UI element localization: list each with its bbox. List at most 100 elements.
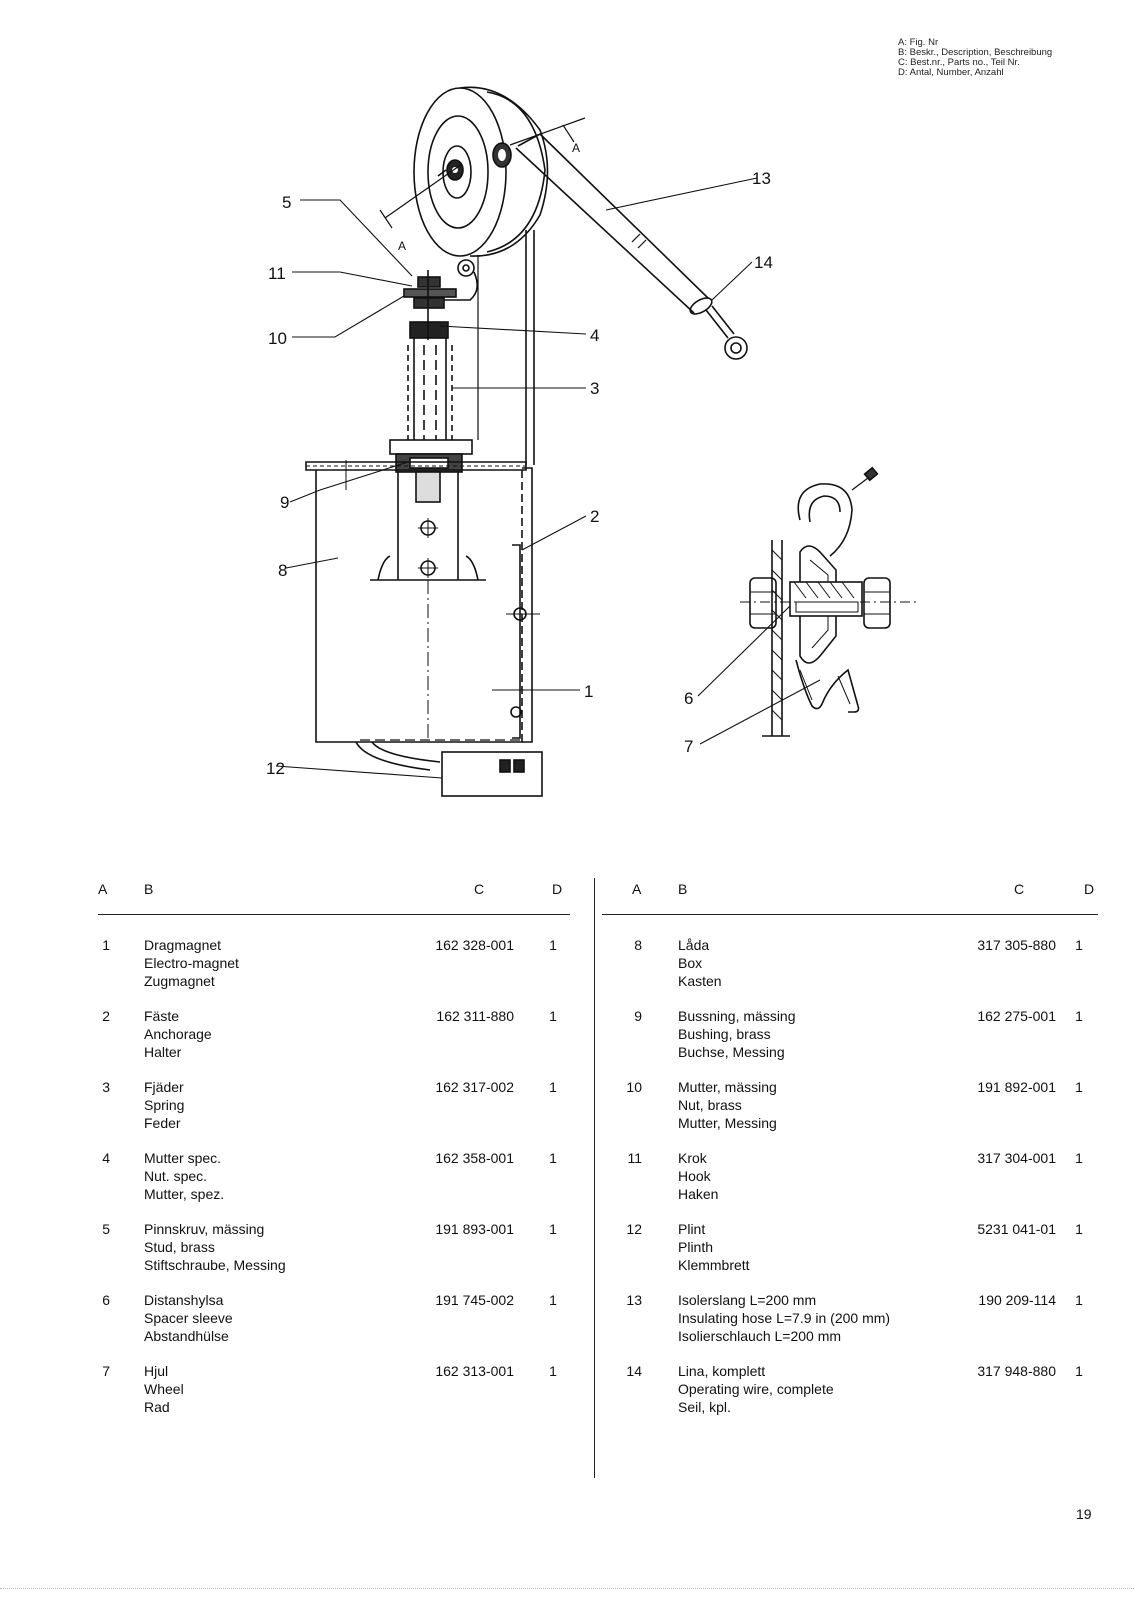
fig-number: 8	[634, 937, 642, 953]
header-c: C	[474, 881, 485, 897]
header-d: D	[552, 881, 563, 897]
part-number: 191 892-001	[977, 1079, 1056, 1095]
description-line: Klemmbrett	[678, 1257, 750, 1273]
description-line: Mutter, Messing	[678, 1115, 777, 1131]
fig-number: 2	[102, 1008, 110, 1024]
insulating-hose	[515, 133, 748, 360]
description: Mutter spec.Nut. spec.Mutter, spez.	[144, 1149, 224, 1203]
plinth	[355, 741, 543, 797]
description-line: Mutter spec.	[144, 1150, 222, 1166]
quantity: 1	[549, 1150, 557, 1166]
description-line: Bussning, mässing	[678, 1008, 796, 1024]
description-line: Plint	[678, 1221, 706, 1237]
callout-3: 3	[590, 379, 599, 398]
description-line: Isolierschlauch L=200 mm	[678, 1328, 842, 1344]
header-a: A	[98, 881, 108, 897]
callout-9: 9	[280, 493, 289, 512]
description-line: Mutter, mässing	[678, 1079, 777, 1095]
quantity: 1	[549, 1008, 557, 1024]
fig-number: 7	[102, 1363, 110, 1379]
header-d: D	[1084, 881, 1095, 897]
fig-number: 13	[626, 1292, 642, 1308]
electro-magnet-assembly-drawing: 5 11 10 4 3 13 14 2 9 8 1 12 6 7 A A	[266, 86, 920, 797]
callout-4: 4	[590, 326, 599, 345]
page-number: 19	[1076, 1506, 1092, 1522]
description-line: Anchorage	[144, 1026, 212, 1042]
leader-lines	[275, 177, 821, 779]
description-line: Wheel	[144, 1381, 184, 1397]
hook	[440, 259, 478, 301]
box	[315, 460, 533, 743]
description-line: Stud, brass	[144, 1239, 215, 1255]
description: Isolerslang L=200 mm Insulating hose L=7.…	[678, 1291, 890, 1345]
fig-number: 10	[626, 1079, 642, 1095]
description-line: Spring	[144, 1097, 185, 1113]
section-view-wheel	[740, 466, 920, 737]
description-line: Distanshylsa	[144, 1292, 224, 1308]
callout-12: 12	[266, 759, 285, 778]
description-line: Fjäder	[144, 1079, 184, 1095]
description-line: Dragmagnet	[144, 937, 222, 953]
part-number: 162 313-001	[435, 1363, 514, 1379]
description-line: Abstandhülse	[144, 1328, 229, 1344]
part-number: 317 948-880	[977, 1363, 1056, 1379]
description-line: Isolerslang L=200 mm	[678, 1292, 817, 1308]
callout-5: 5	[282, 193, 291, 212]
callout-14: 14	[754, 253, 773, 272]
part-number: 190 209-114	[978, 1292, 1056, 1308]
description-line: Electro-magnet	[144, 955, 239, 971]
header-a: A	[632, 881, 642, 897]
electromagnet	[360, 471, 520, 741]
part-number: 5231 041-01	[977, 1221, 1056, 1237]
header-b: B	[678, 881, 688, 897]
pulley-wheel	[379, 86, 586, 257]
description-line: Hook	[678, 1168, 711, 1184]
description-line: Låda	[678, 937, 710, 953]
fig-number: 12	[626, 1221, 642, 1237]
description-line: Haken	[678, 1186, 719, 1202]
part-number: 191 745-002	[435, 1292, 514, 1308]
fig-number: 11	[627, 1150, 642, 1166]
section-marker-a-left: A	[398, 239, 406, 253]
callout-6: 6	[684, 689, 693, 708]
bushing	[389, 439, 473, 473]
legend-line-d: D: Antal, Number, Anzahl	[898, 67, 1004, 78]
description-line: Lina, komplett	[678, 1363, 766, 1379]
callout-7: 7	[684, 737, 693, 756]
description-line: Nut. spec.	[144, 1168, 208, 1184]
header-b: B	[144, 881, 154, 897]
description-line: Feder	[144, 1115, 181, 1131]
table-row: 13 Isolerslang L=200 mm Insulating hose L=…	[626, 1291, 1100, 1363]
callout-11: 11	[268, 264, 286, 283]
legend-line-a: A: Fig. Nr	[898, 37, 939, 48]
description-line: Stiftschraube, Messing	[144, 1257, 286, 1273]
legend-line-c: C: Best.nr., Parts no., Teil Nr.	[898, 57, 1020, 68]
description-line: Fäste	[144, 1008, 180, 1024]
scan-edge	[0, 1588, 1134, 1589]
quantity: 1	[1075, 1079, 1083, 1095]
spring	[407, 338, 453, 440]
fig-number: 1	[102, 937, 110, 953]
description-line: Pinnskruv, mässing	[144, 1221, 265, 1237]
fig-number: 6	[102, 1292, 110, 1308]
fig-number: 9	[634, 1008, 642, 1024]
quantity: 1	[1075, 1292, 1083, 1308]
part-number: 162 358-001	[435, 1150, 514, 1166]
callout-2: 2	[590, 507, 599, 526]
description-line: Operating wire, complete	[678, 1381, 834, 1397]
description-line: Insulating hose L=7.9 in (200 mm)	[678, 1310, 891, 1326]
